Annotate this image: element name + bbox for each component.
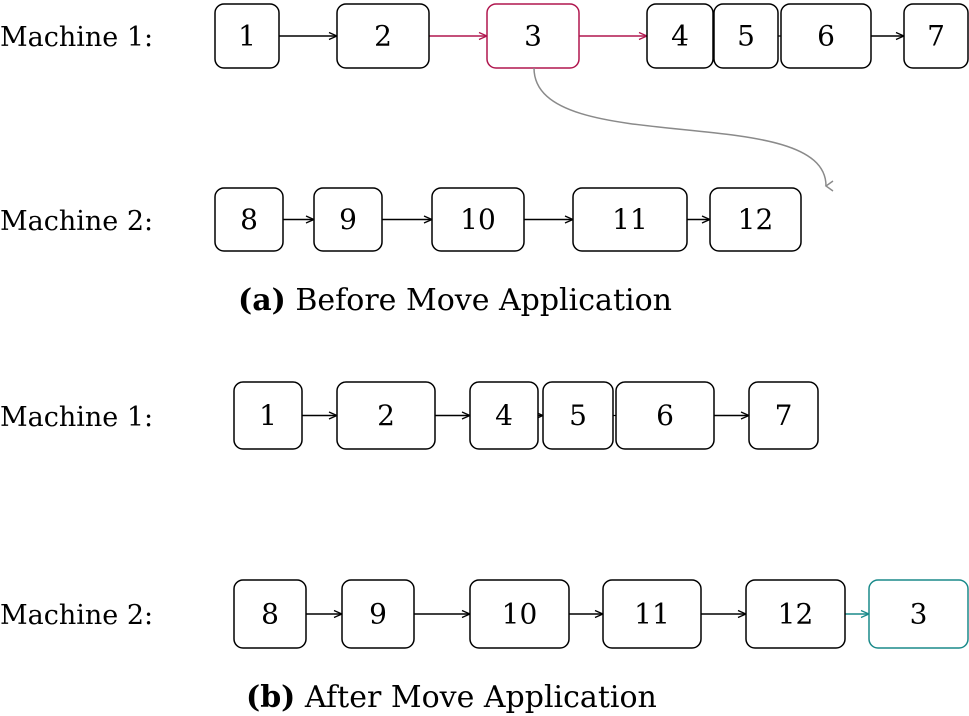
job-box-outline <box>748 381 819 450</box>
job-box-6: 6 <box>780 3 872 69</box>
job-box-8: 8 <box>214 187 284 252</box>
job-id-label: 9 <box>369 598 387 631</box>
job-box-3: 3 <box>868 579 969 649</box>
job-box-outline <box>313 187 383 252</box>
job-id-label: 2 <box>377 399 395 432</box>
job-id-label: 4 <box>495 399 513 432</box>
job-box-7: 7 <box>748 381 819 450</box>
job-box-outline <box>709 187 802 252</box>
job-box-outline <box>780 3 872 69</box>
job-box-2: 2 <box>336 381 436 450</box>
job-id-label: 6 <box>817 20 835 53</box>
job-box-2: 2 <box>336 3 430 69</box>
job-box-outline <box>233 579 307 649</box>
job-id-label: 4 <box>671 20 689 53</box>
job-box-outline <box>572 187 688 252</box>
panel-a-machine-1-label: Machine 1: <box>0 22 153 53</box>
job-box-outline <box>336 3 430 69</box>
job-box-outline <box>486 3 580 69</box>
job-box-9: 9 <box>313 187 383 252</box>
job-id-label: 12 <box>738 203 774 236</box>
job-box-1: 1 <box>214 3 280 69</box>
job-id-label: 1 <box>238 20 256 53</box>
job-box-outline <box>233 381 303 450</box>
job-id-label: 10 <box>460 203 496 236</box>
panel-b-caption-text: After Move Application <box>304 680 657 715</box>
job-box-outline <box>602 579 702 649</box>
job-box-10: 10 <box>469 579 570 649</box>
job-id-label: 5 <box>569 399 587 432</box>
job-id-label: 8 <box>261 598 279 631</box>
job-box-outline <box>336 381 436 450</box>
panel-b-caption: (b) After Move Application <box>246 680 657 715</box>
job-id-label: 11 <box>634 598 670 631</box>
job-box-10: 10 <box>431 187 525 252</box>
job-box-4: 4 <box>646 3 714 69</box>
panel-a-caption: (a) Before Move Application <box>238 283 672 318</box>
panel-a-machine-2-label: Machine 2: <box>0 206 153 237</box>
job-box-11: 11 <box>602 579 702 649</box>
job-box-outline <box>713 3 779 69</box>
job-box-outline <box>615 381 715 450</box>
job-box-outline <box>431 187 525 252</box>
job-box-outline <box>341 579 415 649</box>
job-box-outline <box>903 3 969 69</box>
panel-a-machine-1-row: 1 2 3 4 5 6 7 <box>214 3 969 69</box>
job-id-label: 3 <box>524 20 542 53</box>
job-box-4: 4 <box>469 381 539 450</box>
job-box-7: 7 <box>903 3 969 69</box>
job-id-label: 9 <box>339 203 357 236</box>
job-id-label: 7 <box>927 20 945 53</box>
job-box-5: 5 <box>713 3 779 69</box>
job-id-label: 2 <box>374 20 392 53</box>
job-id-label: 10 <box>502 598 538 631</box>
job-box-outline <box>214 187 284 252</box>
job-box-3: 3 <box>486 3 580 69</box>
job-box-1: 1 <box>233 381 303 450</box>
job-box-9: 9 <box>341 579 415 649</box>
job-id-label: 11 <box>612 203 648 236</box>
job-id-label: 6 <box>656 399 674 432</box>
panel-b-machine-1-row: 1 2 4 5 6 7 <box>233 381 819 450</box>
job-box-12: 12 <box>709 187 802 252</box>
job-id-label: 8 <box>240 203 258 236</box>
job-box-8: 8 <box>233 579 307 649</box>
move-arrow <box>533 67 834 192</box>
job-id-label: 12 <box>778 598 814 631</box>
job-id-label: 3 <box>910 598 928 631</box>
job-box-outline <box>469 579 570 649</box>
panel-b-caption-tag: (b) <box>246 680 295 715</box>
job-id-label: 1 <box>259 399 277 432</box>
panel-a-caption-text: Before Move Application <box>295 283 672 318</box>
panel-b-machine-2-label: Machine 2: <box>0 600 153 631</box>
job-box-outline <box>646 3 714 69</box>
job-id-label: 7 <box>775 399 793 432</box>
job-box-11: 11 <box>572 187 688 252</box>
job-box-outline <box>745 579 846 649</box>
job-box-outline <box>868 579 969 649</box>
job-box-outline <box>542 381 614 450</box>
job-box-outline <box>214 3 280 69</box>
panel-b-machine-2-row: 8 9 10 11 12 3 <box>233 579 969 649</box>
panel-a-caption-tag: (a) <box>238 283 286 318</box>
job-box-6: 6 <box>615 381 715 450</box>
job-box-outline <box>469 381 539 450</box>
job-box-5: 5 <box>542 381 614 450</box>
job-id-label: 5 <box>737 20 755 53</box>
panel-b-machine-1-label: Machine 1: <box>0 402 153 433</box>
panel-a-machine-2-row: 8 9 10 11 12 <box>214 187 802 252</box>
job-box-12: 12 <box>745 579 846 649</box>
